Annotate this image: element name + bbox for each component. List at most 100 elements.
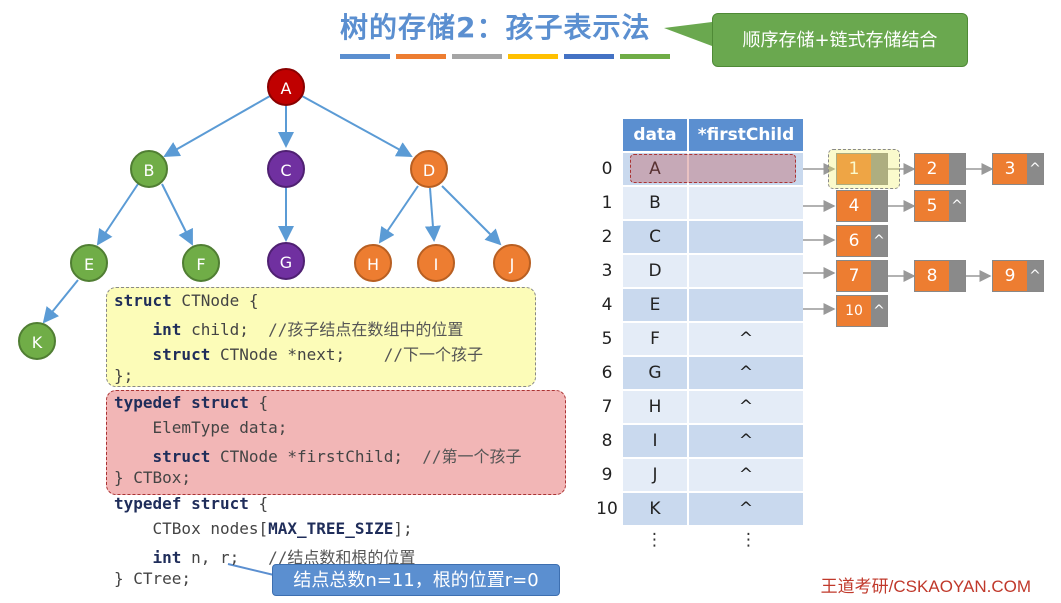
list-node-pointer <box>871 261 887 291</box>
table-cell-firstchild <box>689 255 803 287</box>
list-node-value: 9 <box>993 261 1027 291</box>
tree-node-e: E <box>70 244 108 282</box>
code-line-12: } CTree; <box>114 569 192 588</box>
list-node-pointer <box>871 154 887 184</box>
table-cell-firstchild <box>689 221 803 253</box>
accent-bar-2 <box>396 54 446 59</box>
code-line-7: struct CTNode *firstChild; //第一个孩子 <box>152 447 522 466</box>
table-row-index: 1 <box>601 193 613 213</box>
callout-box: 顺序存储+链式存储结合 <box>712 13 968 67</box>
list-node-pointer: ^ <box>871 226 887 256</box>
table-cell-data: C <box>623 221 687 253</box>
list-node-value: 7 <box>837 261 871 291</box>
table-row-index: 4 <box>601 295 613 315</box>
tree-node-j: J <box>493 244 531 282</box>
table-ellipsis-data: ⋮ <box>646 530 663 550</box>
ctbox-highlight <box>106 390 566 495</box>
list-node-value: 4 <box>837 191 871 221</box>
list-node-pointer <box>949 261 965 291</box>
table-cell-firstchild: ^ <box>689 323 803 355</box>
table-row-index: 5 <box>601 329 613 349</box>
list-node: 4 <box>836 190 888 222</box>
tree-node-g: G <box>267 242 305 280</box>
table-row-index: 0 <box>601 159 613 179</box>
list-node-value: 1 <box>837 154 871 184</box>
list-node-value: 6 <box>837 226 871 256</box>
page-title: 树的存储2：孩子表示法 <box>340 11 651 44</box>
node-1-highlight <box>828 149 900 189</box>
list-node-pointer <box>871 191 887 221</box>
code-line-1: struct CTNode { <box>114 291 259 310</box>
tree-node-k: K <box>18 322 56 360</box>
table-row-index: 3 <box>601 261 613 281</box>
list-node: 5^ <box>914 190 966 222</box>
list-node: 7 <box>836 260 888 292</box>
list-node: 3^ <box>992 153 1044 185</box>
tree-node-i: I <box>417 244 455 282</box>
list-node-value: 10 <box>837 296 871 326</box>
tree-node-c: C <box>267 150 305 188</box>
table-row-index: 6 <box>601 363 613 383</box>
table-cell-firstchild: ^ <box>689 459 803 491</box>
list-node-pointer: ^ <box>949 191 965 221</box>
accent-bar-6 <box>620 54 670 59</box>
table-cell-data: D <box>623 255 687 287</box>
list-node-pointer: ^ <box>1027 261 1043 291</box>
code-line-9: typedef struct { <box>114 494 269 513</box>
list-node-value: 2 <box>915 154 949 184</box>
code-line-8: } CTBox; <box>114 468 192 487</box>
code-line-5: typedef struct { <box>114 393 269 412</box>
accent-bar-4 <box>508 54 558 59</box>
row-0-highlight <box>630 154 796 183</box>
table-cell-firstchild <box>689 187 803 219</box>
list-node-pointer: ^ <box>871 296 887 326</box>
table-cell-firstchild: ^ <box>689 391 803 423</box>
code-line-10: CTBox nodes[MAX_TREE_SIZE]; <box>114 519 413 538</box>
info-bubble: 结点总数n=11，根的位置r=0 <box>272 564 560 596</box>
code-line-2: int child; //孩子结点在数组中的位置 <box>152 320 464 339</box>
list-node: 2 <box>914 153 966 185</box>
table-row-index: 7 <box>601 397 613 417</box>
table-ellipsis-child: ⋮ <box>740 530 757 550</box>
list-node: 10^ <box>836 295 888 327</box>
list-node-pointer <box>949 154 965 184</box>
table-cell-data: G <box>623 357 687 389</box>
table-cell-firstchild: ^ <box>689 425 803 457</box>
table-cell-data: K <box>623 493 687 525</box>
table-cell-data: J <box>623 459 687 491</box>
table-row-index: 9 <box>601 465 613 485</box>
accent-bar-1 <box>340 54 390 59</box>
tree-node-h: H <box>354 244 392 282</box>
ctnode-highlight <box>106 287 536 387</box>
table-cell-firstchild: ^ <box>689 493 803 525</box>
table-row-index: 8 <box>601 431 613 451</box>
list-node: 1 <box>836 153 888 185</box>
table-cell-firstchild <box>689 153 803 185</box>
list-node-value: 8 <box>915 261 949 291</box>
list-node-pointer: ^ <box>1027 154 1043 184</box>
table-row-index: 10 <box>596 499 618 519</box>
list-node: 8 <box>914 260 966 292</box>
table-header-firstchild: *firstChild <box>689 119 803 151</box>
code-line-3: struct CTNode *next; //下一个孩子 <box>152 345 483 364</box>
code-line-4: }; <box>114 366 134 385</box>
table-header-data: data <box>623 119 687 151</box>
tree-node-f: F <box>182 244 220 282</box>
list-node: 6^ <box>836 225 888 257</box>
list-node-value: 5 <box>915 191 949 221</box>
callout-pointer <box>664 22 712 46</box>
tree-node-d: D <box>410 150 448 188</box>
accent-bar-3 <box>452 54 502 59</box>
tree-node-a: A <box>267 68 305 106</box>
table-cell-data: E <box>623 289 687 321</box>
table-cell-firstchild: ^ <box>689 357 803 389</box>
list-node-value: 3 <box>993 154 1027 184</box>
table-cell-data: B <box>623 187 687 219</box>
table-cell-data: I <box>623 425 687 457</box>
code-line-6: ElemType data; <box>114 418 288 437</box>
table-cell-firstchild <box>689 289 803 321</box>
table-row-index: 2 <box>601 227 613 247</box>
table-cell-data: H <box>623 391 687 423</box>
tree-node-b: B <box>130 150 168 188</box>
accent-bar-5 <box>564 54 614 59</box>
